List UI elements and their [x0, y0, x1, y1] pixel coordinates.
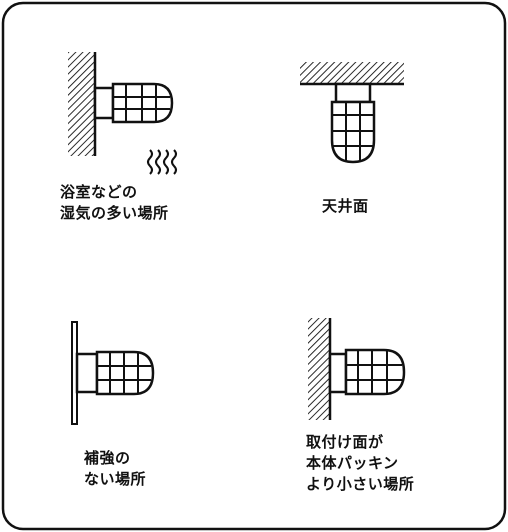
- steam-icon: [147, 149, 177, 175]
- lamp-fixture-icon: [328, 348, 406, 396]
- caption-line: より小さい場所: [306, 475, 415, 493]
- bath-caption: 浴室などの 湿気の多い場所: [60, 182, 169, 224]
- no-reinforcement-caption: 補強の ない場所: [84, 448, 146, 490]
- no-reinforcement-illustration: [71, 321, 155, 425]
- hatched-ceiling-icon: [300, 62, 404, 84]
- ceiling-caption: 天井面: [322, 196, 369, 217]
- caption-line: 天井面: [322, 197, 369, 215]
- ceiling-illustration: [300, 62, 404, 164]
- hatched-wall-icon: [68, 52, 95, 156]
- lamp-fixture-icon: [93, 82, 174, 124]
- caption-line: 補強の: [84, 449, 131, 467]
- lamp-fixture-icon: [330, 82, 376, 164]
- small-mount-illustration: [308, 318, 406, 420]
- caption-line: 取付け面が: [306, 433, 384, 451]
- bath-illustration: [68, 52, 177, 175]
- caption-line: 本体パッキン: [306, 454, 399, 472]
- caption-line: 浴室などの: [60, 183, 138, 201]
- caption-line: ない場所: [84, 470, 147, 488]
- caption-line: 湿気の多い場所: [60, 204, 169, 222]
- small-mount-caption: 取付け面が 本体パッキン より小さい場所: [306, 432, 414, 495]
- hatched-wall-icon: [308, 318, 330, 420]
- lamp-fixture-icon: [75, 350, 155, 396]
